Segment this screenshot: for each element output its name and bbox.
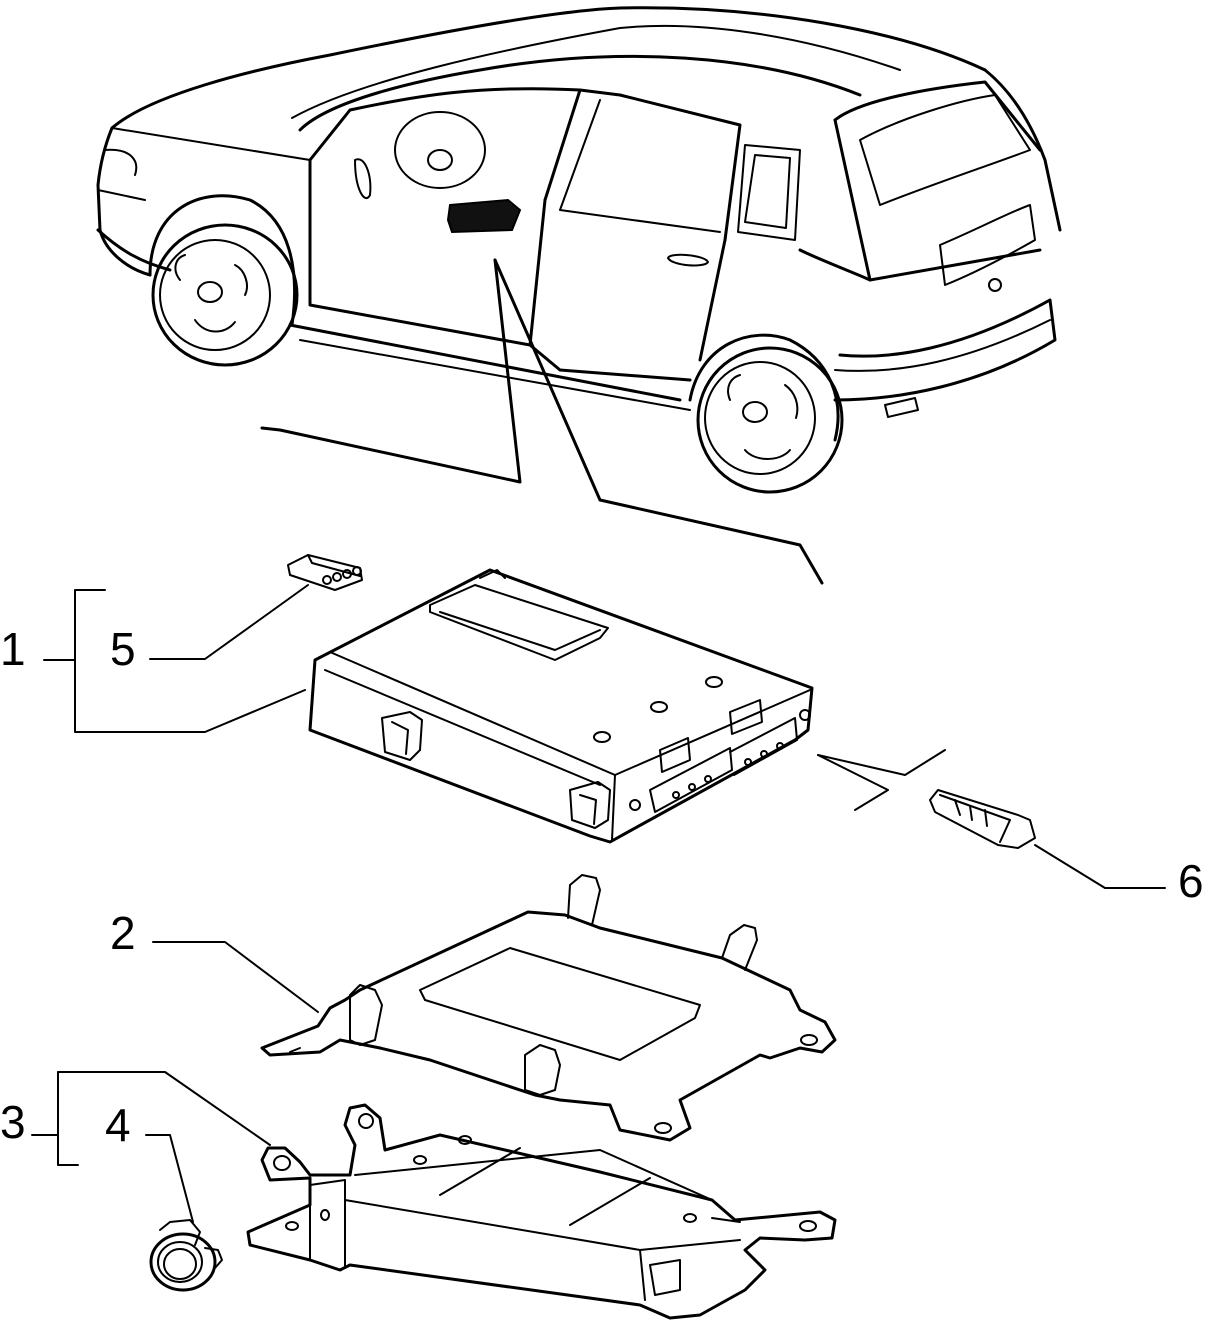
leader-6-connector-a (817, 749, 946, 776)
callout-1: 1 (0, 623, 26, 675)
callout-3: 3 (0, 1096, 26, 1148)
callout-5: 5 (110, 623, 136, 675)
bracket-1 (74, 589, 306, 733)
callout-2: 2 (110, 907, 136, 959)
leader-6-connector-b (817, 754, 889, 811)
part-6-plug (929, 789, 1036, 849)
leader-lines (31, 584, 1166, 1223)
part-5-connector (287, 554, 363, 591)
module-location-mark (446, 198, 522, 234)
callout-6: 6 (1178, 855, 1204, 907)
leader-5 (149, 584, 309, 660)
bracket-3 (57, 1071, 79, 1166)
leader-4 (145, 1134, 194, 1223)
leader-6 (1034, 844, 1106, 889)
car-illustration (96, 6, 1062, 585)
part-3-bracket (246, 1103, 837, 1320)
leader-2 (152, 941, 319, 1013)
part-4-clip (149, 1219, 223, 1292)
control-unit (308, 568, 814, 844)
part-2-bracket (260, 874, 837, 1142)
leader-3-arm (57, 1071, 271, 1146)
callout-4: 4 (105, 1099, 131, 1151)
